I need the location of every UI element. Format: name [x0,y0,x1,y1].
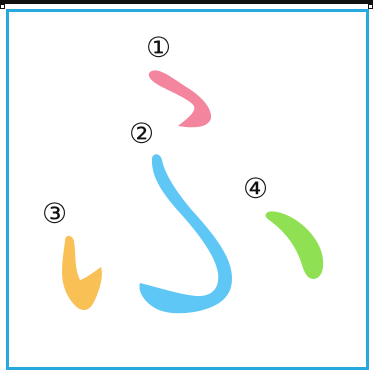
stroke-2-number: ② [129,117,155,150]
stroke-3-shape [62,235,102,310]
stroke-1-number: ① [146,31,172,64]
stroke-3-number: ③ [42,197,68,230]
corner-tick-left [0,4,5,9]
top-border [0,0,373,4]
stroke-1-shape [148,70,212,128]
stroke-4-number: ④ [243,172,269,205]
stroke-2-shape [139,154,233,314]
stroke-4-shape [265,211,324,279]
